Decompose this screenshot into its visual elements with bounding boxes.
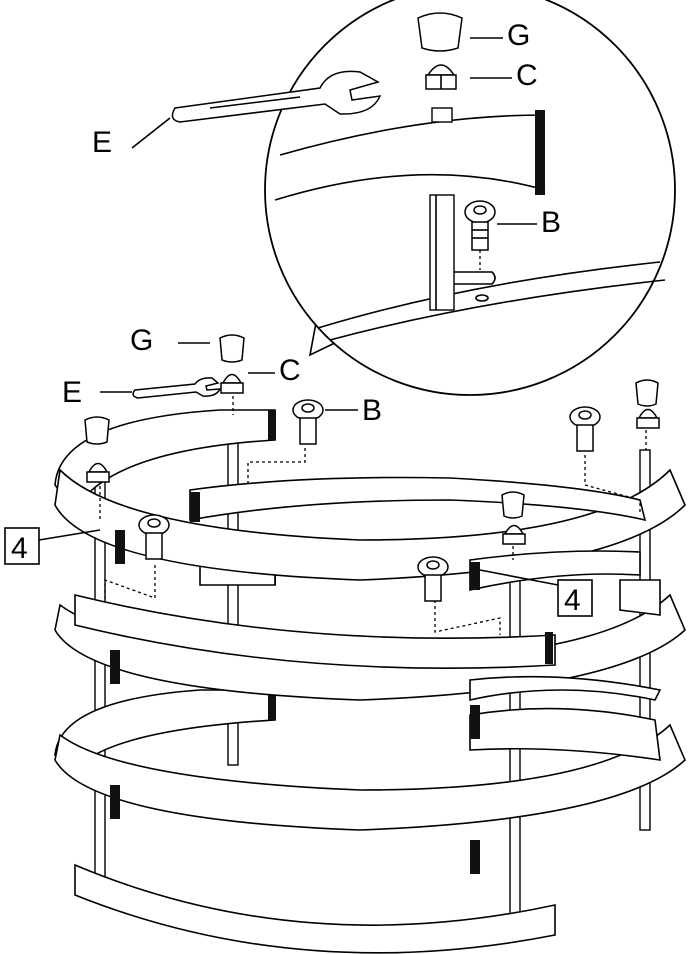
zoom-wrench-e (171, 70, 382, 123)
nuts-c (86, 373, 660, 545)
zoom-bar-end (535, 110, 545, 195)
ring-bottom (74, 863, 556, 954)
label-c-zoom: C (516, 59, 538, 92)
label-g: G (130, 324, 153, 357)
guide-lines (99, 390, 647, 635)
step-box-left (4, 527, 40, 565)
label-c: C (279, 354, 301, 387)
ring-stack (54, 409, 686, 954)
label-e-zoom: E (92, 126, 112, 159)
zoom-screw-b (464, 200, 496, 270)
ring-top (54, 468, 686, 581)
ring-lower (54, 723, 686, 831)
label-b: B (362, 394, 382, 427)
label-g-zoom: G (507, 19, 530, 52)
wrench-e (132, 377, 222, 399)
label-b-zoom: B (541, 206, 561, 239)
step-box-right (557, 579, 593, 617)
screws-b (138, 399, 601, 602)
zoom-circle (264, 0, 676, 396)
label-e: E (62, 376, 82, 409)
detail-zoom-view (171, 0, 676, 396)
step-label-left: 4 (11, 532, 28, 565)
step-label-right: 4 (564, 584, 581, 617)
leader-step-left (38, 529, 101, 541)
zoom-cap-g (417, 12, 463, 52)
zoom-post (429, 194, 455, 311)
leader-step-right (479, 569, 559, 586)
caps-g (84, 334, 659, 519)
zoom-nut-c (425, 64, 457, 90)
leader-e-zoom (131, 117, 171, 149)
